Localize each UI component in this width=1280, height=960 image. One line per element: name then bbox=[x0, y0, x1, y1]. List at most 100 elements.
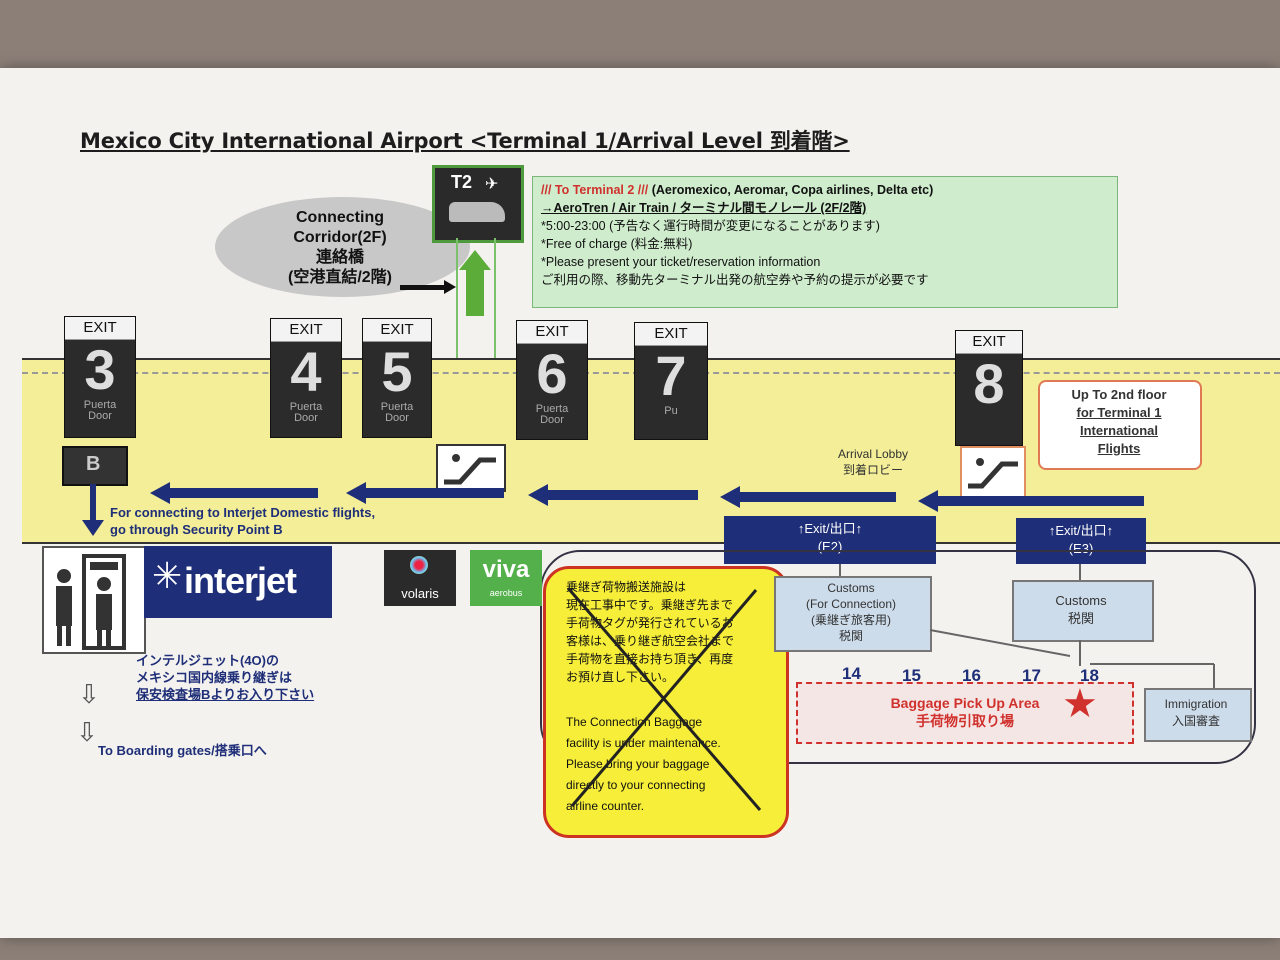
flow-arrowhead-icon-4 bbox=[720, 486, 740, 508]
customs-e2-line2: (For Connection) bbox=[805, 597, 897, 611]
up-arrowhead-icon bbox=[459, 250, 491, 270]
immigration-box bbox=[1144, 688, 1252, 742]
interjet-note-line2: go through Security Point B bbox=[110, 522, 283, 537]
down-arrow-icon-2: ⇩ bbox=[76, 718, 98, 748]
exit-label: EXIT bbox=[635, 323, 707, 346]
exit-e3-label: ↑Exit/出口↑ (E3) bbox=[1016, 522, 1146, 558]
customs-connection-label: Customs (For Connection) (乗継ぎ旅客用) 税関 bbox=[774, 580, 928, 644]
terminal2-hours: *5:00-23:00 (予告なく運行時間が変更になることがあります) bbox=[541, 219, 880, 233]
door-sub1: Pu bbox=[664, 405, 678, 417]
corridor-line1: Connecting bbox=[296, 209, 384, 226]
door-number: 3 bbox=[84, 338, 116, 401]
carousel-18: 18 bbox=[1080, 666, 1099, 685]
notice-en-line: facility is under maintenance. bbox=[566, 736, 721, 750]
connecting-corridor bbox=[215, 197, 470, 297]
escalator-icon bbox=[436, 444, 506, 492]
door-number: 6 bbox=[536, 342, 568, 405]
customs-e3-line2: 税関 bbox=[1067, 611, 1094, 626]
door-number: 4 bbox=[290, 340, 322, 403]
customs-e3-label: Customs 税関 bbox=[1012, 592, 1150, 628]
customs-e3-line1: Customs bbox=[1055, 593, 1107, 608]
plane-icon: ✈ bbox=[485, 174, 499, 193]
up-arrow-icon bbox=[466, 268, 484, 316]
door-sub2: Door bbox=[294, 412, 318, 424]
interjet-logo: ✳ interjet bbox=[144, 546, 332, 618]
flow-arrow-icon-4 bbox=[740, 492, 896, 502]
exit-e3 bbox=[1016, 518, 1146, 564]
exit-label: EXIT bbox=[271, 319, 341, 342]
arrival-lobby-en: Arrival Lobby bbox=[838, 447, 909, 461]
up-line4: Flights bbox=[1097, 441, 1141, 456]
volaris-flower-icon bbox=[410, 556, 428, 574]
customs-connection bbox=[774, 576, 932, 652]
corridor-arrowhead-icon bbox=[444, 280, 456, 294]
notice-jp: 乗継ぎ荷物搬送施設は 現在工事中です。乗継ぎ先まで 手荷物タグが発行されているお… bbox=[566, 578, 776, 686]
terminal2-ticket: *Please present your ticket/reservation … bbox=[541, 255, 821, 269]
baggage-pickup-area bbox=[796, 682, 1134, 744]
escalator-drawing-icon bbox=[444, 454, 496, 485]
exit-door-6: EXIT 6 Puerta Door bbox=[516, 320, 588, 440]
exit-door-8: EXIT 8 bbox=[955, 330, 1023, 446]
interjet-note: For connecting to Interjet Domestic flig… bbox=[110, 504, 375, 538]
notice-en-line: Please bring your baggage bbox=[566, 757, 710, 771]
interjet-jp-line1: インテルジェット(4O)の bbox=[136, 653, 280, 668]
door-sub1: Puerta bbox=[83, 399, 117, 411]
page-title: Mexico City International Airport <Termi… bbox=[80, 129, 850, 153]
customs-e2-line3: (乗継ぎ旅客用) bbox=[811, 613, 891, 627]
immigration-en: Immigration bbox=[1164, 697, 1228, 711]
door-sub1: Puerta bbox=[380, 401, 414, 413]
exit-e3-line2: (E3) bbox=[1068, 541, 1094, 556]
corridor-line3: 連絡橋 bbox=[315, 249, 364, 266]
carousel-15: 15 bbox=[902, 666, 921, 685]
door-sub1: Puerta bbox=[289, 401, 323, 413]
notice-jp-line: 現在工事中です。乗継ぎ先まで bbox=[566, 598, 733, 612]
flow-arrow-icon-2 bbox=[366, 488, 504, 498]
security-gate-icon bbox=[42, 546, 146, 654]
door-sub2: Door bbox=[88, 410, 112, 422]
flow-arrow-icon-5 bbox=[938, 496, 1144, 506]
escalator-icon-exit8 bbox=[960, 446, 1026, 498]
exit-label: EXIT bbox=[517, 321, 587, 344]
route-lines bbox=[839, 564, 1215, 688]
viva-logo-main: viva bbox=[482, 556, 530, 583]
carousel-16: 16 bbox=[962, 666, 981, 685]
exit-door-4: EXIT 4 Puerta Door bbox=[270, 318, 342, 438]
t2-sign: T2 ✈ bbox=[432, 165, 524, 243]
terminal2-free: *Free of charge (料金:無料) bbox=[541, 237, 693, 251]
up-line3: International bbox=[1079, 423, 1158, 438]
exit-label: EXIT bbox=[65, 317, 135, 340]
interjet-logo-text: interjet bbox=[184, 560, 297, 601]
corridor-line2: Corridor(2F) bbox=[293, 229, 387, 246]
baggage-jp: 手荷物引取り場 bbox=[916, 713, 1014, 729]
corridor-label: Connecting Corridor(2F) 連絡橋 (空港直結/2階) bbox=[275, 208, 405, 288]
terminal2-train: →AeroTren / Air Train / ターミナル間モノレール (2F/… bbox=[541, 201, 867, 215]
green-guide-line-2 bbox=[494, 238, 496, 438]
volaris-logo-text: volaris bbox=[401, 586, 439, 601]
up-line1: Up To 2nd floor bbox=[1071, 387, 1167, 402]
security-letter: B bbox=[86, 453, 101, 475]
exit-door-5: EXIT 5 Puerta Door bbox=[362, 318, 432, 438]
baggage-label: Baggage Pick Up Area 手荷物引取り場 bbox=[850, 694, 1080, 730]
arrival-lobby-jp: 到着ロビー bbox=[843, 463, 904, 477]
immigration-label: Immigration 入国審査 bbox=[1144, 696, 1248, 730]
viva-logo-sub: aerobus bbox=[489, 588, 523, 598]
terminal2-info-text: /// To Terminal 2 /// (Aeromexico, Aerom… bbox=[541, 181, 1111, 289]
customs-e2-line4: 税関 bbox=[838, 629, 863, 643]
terminal2-info-box bbox=[532, 176, 1118, 308]
arrival-lobby-label: Arrival Lobby 到着ロビー bbox=[838, 446, 908, 478]
flow-arrowhead-icon-3 bbox=[528, 484, 548, 506]
security-point-b: B bbox=[62, 446, 128, 486]
customs-e3 bbox=[1012, 580, 1154, 642]
immigration-jp: 入国審査 bbox=[1171, 714, 1220, 728]
green-guide-line bbox=[456, 238, 458, 438]
notice-en-line: directly to your connecting bbox=[566, 778, 706, 792]
restricted-area-outline bbox=[540, 550, 1256, 764]
notice-jp-line: 手荷物タグが発行されているお bbox=[566, 616, 734, 630]
door-number: 5 bbox=[381, 340, 413, 403]
notice-en: The Connection Baggage facility is under… bbox=[566, 712, 776, 817]
exit-door-3: EXIT 3 Puerta Door bbox=[64, 316, 136, 438]
notice-jp-line: 手荷物を直接お持ち頂き、再度 bbox=[566, 652, 734, 666]
flow-arrowhead-icon-5 bbox=[918, 490, 938, 512]
exit-label: EXIT bbox=[363, 319, 431, 342]
security-down-arrow-icon bbox=[90, 484, 96, 522]
